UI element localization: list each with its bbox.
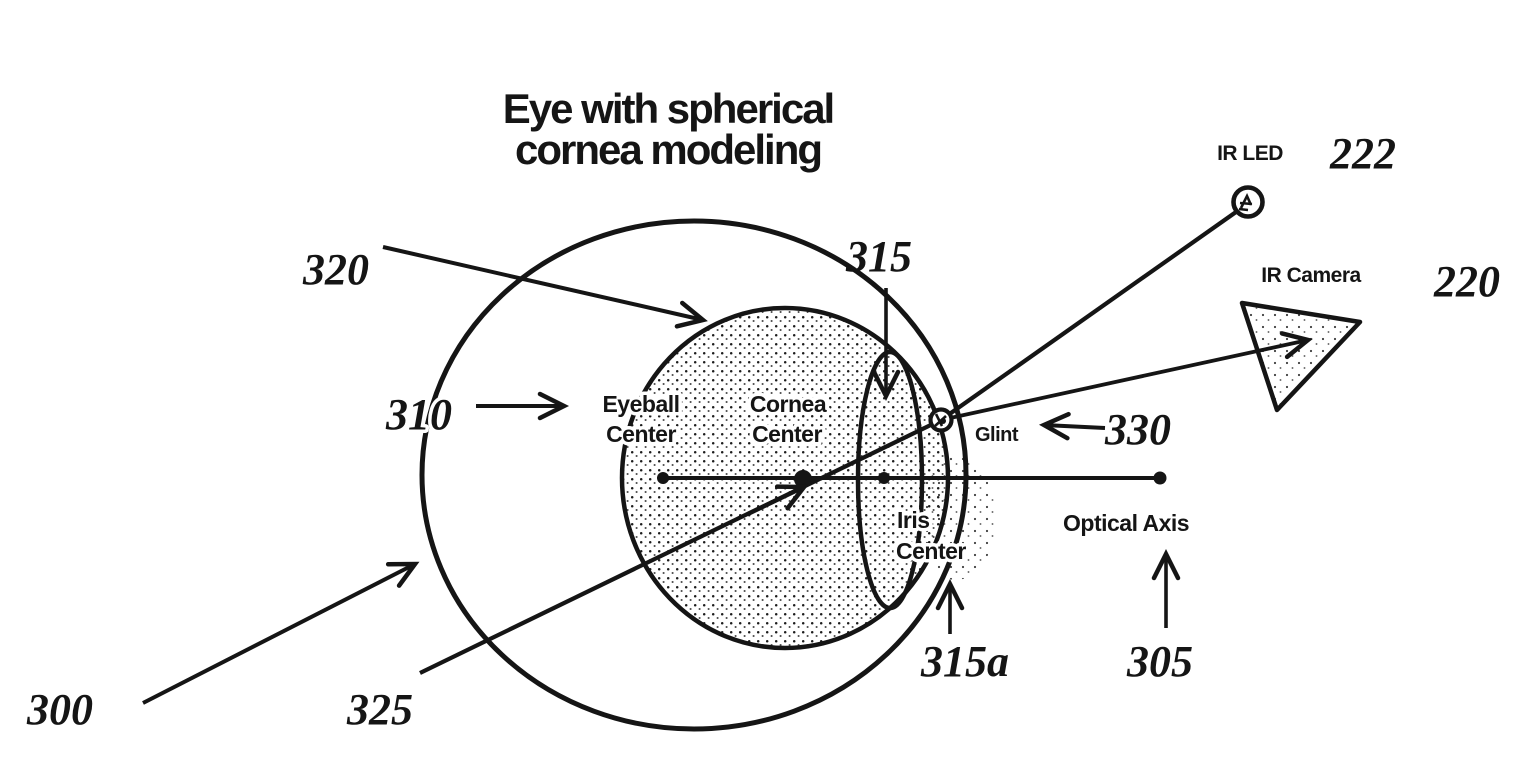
visual-axis-arrowhead — [747, 484, 809, 516]
cornea-center-label-line2: Center — [752, 421, 822, 447]
ref-310-label: 310 — [385, 390, 452, 439]
ir-camera-triangle — [1239, 300, 1363, 413]
eyeball-center-label-line2: Center — [606, 421, 676, 447]
iris-center-dot — [878, 472, 890, 484]
iris-center-label-line1: Iris — [897, 507, 930, 533]
iris-center-label-line2: Center — [896, 538, 966, 564]
ref-315-label: 315 — [845, 232, 912, 281]
glint-marker — [928, 407, 954, 433]
led-ray-line — [939, 210, 1238, 422]
ref-220-label: 220 — [1433, 257, 1500, 306]
optical-axis-label: Optical Axis — [1063, 510, 1189, 536]
ref-300-label: 300 — [26, 685, 93, 734]
eyeball-center-dot — [657, 472, 669, 484]
cornea-center-label-line1: Cornea — [750, 391, 827, 417]
ref-330-arrow — [1038, 411, 1106, 441]
ir-led-marker — [1231, 185, 1265, 219]
eyeball-sphere-circle — [419, 218, 969, 732]
ir-camera-label: IR Camera — [1261, 264, 1361, 287]
optical-axis-end-dot — [1153, 471, 1167, 485]
camera-ray-line — [940, 331, 1313, 422]
glint-label: Glint — [975, 424, 1019, 446]
eyeball-center-label-line1: Eyeball — [602, 391, 679, 417]
ref-300-arrow — [142, 561, 420, 705]
ref-315a-label: 315a — [920, 637, 1009, 686]
figure-title-line2: cornea modeling — [515, 126, 821, 173]
ref-222-label: 222 — [1329, 129, 1396, 178]
iris-region-shading — [916, 456, 996, 580]
ref-320-label: 320 — [302, 245, 369, 294]
ref-330-label: 330 — [1104, 405, 1171, 454]
figure-title-line1: Eye with spherical — [503, 85, 833, 132]
ref-305-label: 305 — [1126, 637, 1193, 686]
ir-led-label: IR LED — [1217, 142, 1283, 165]
visual-axis-line — [419, 418, 942, 675]
ref-320-arrow — [382, 245, 708, 329]
ref-325-label: 325 — [346, 685, 413, 734]
